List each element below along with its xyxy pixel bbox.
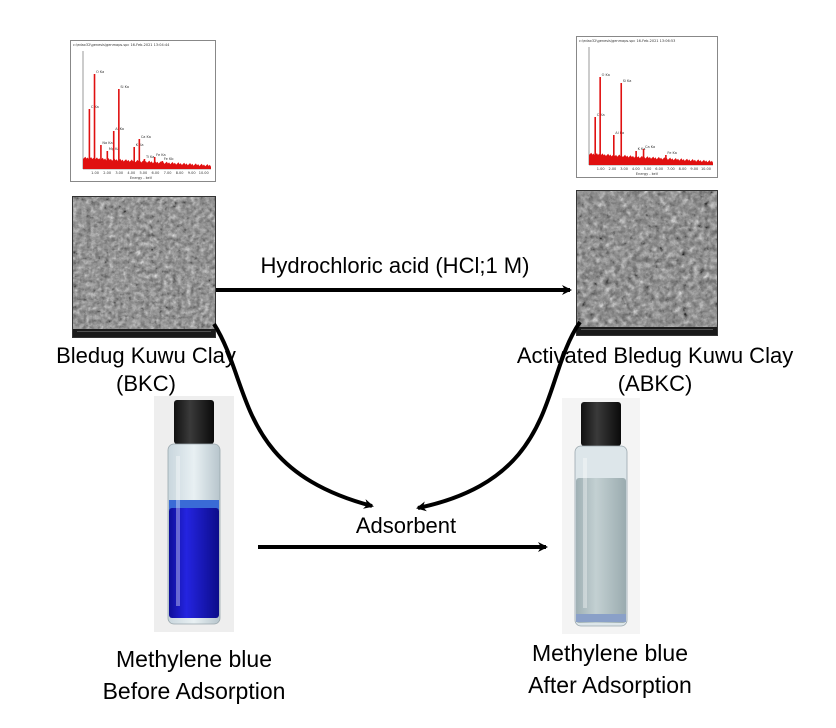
spectrum-background [83,156,211,169]
spectrum-peak-label: Fe Kb [164,157,174,161]
spectrum-tick-label: 1.00 [597,167,605,171]
sem-image-bkc [72,196,216,338]
spectrum-peak-label: Ca Ka [141,135,151,139]
spectrum-tick-label: 7.00 [667,167,675,171]
adsorbent-label: Adsorbent [355,513,457,538]
spectrum-peak-label: O Ka [602,73,610,77]
eds-header-bkc: c:\edax32\genesis\genmaps.spc 16-Feb-202… [73,43,170,47]
spectrum-tick-label: 2.00 [608,167,616,171]
spectrum-tick-label: 8.00 [176,171,184,175]
spectrum-tick-label: 7.00 [164,171,172,175]
spectrum-peak-label: Ti Ka [145,155,155,159]
spectrum-tick-label: 1.00 [91,171,99,175]
vial-cap [174,400,214,444]
spectrum-peak-label: Si Ka [120,85,129,89]
spectrum-tick-label: 5.00 [644,167,652,171]
spectrum-tick-label: 8.00 [679,167,687,171]
spectrum-tick-label: 3.00 [620,167,628,171]
bkc-name-label: Bledug Kuwu Clay [56,343,236,368]
eds-spectrum-bkc: c:\edax32\genesis\genmaps.spc 16-Feb-202… [70,40,216,182]
vial-before-adsorption [154,396,234,632]
spectrum-peak-label: Fe Ka [156,153,165,157]
eds-axis-label-abkc: Energy - keV [636,172,659,176]
vial-after-adsorption [562,398,640,634]
spectrum-peak-label: Na Ka [102,141,112,145]
after-vial-line1: Methylene blue [532,640,688,666]
bkc-abbr-label: (BKC) [116,371,176,396]
spectrum-tick-label: 10.00 [199,171,209,175]
spectrum-peak-label: O Ka [96,70,104,74]
before-vial-line1: Methylene blue [116,646,272,672]
spectrum-peak-label: Fe Ka [667,151,676,155]
treatment-label: Hydrochloric acid (HCl;1 M) [260,253,530,278]
spectrum-tick-label: 9.00 [188,171,196,175]
spectrum-peak-label: Al Ka [615,131,624,135]
before-vial-line2: Before Adsorption [102,678,286,704]
spectrum-peak-label: Al Ka [115,127,124,131]
spectrum-tick-label: 4.00 [127,171,135,175]
bkc-to-adsorbent-arrow [212,322,374,509]
spectrum-tick-label: 6.00 [655,167,663,171]
spectrum-tick-label: 3.00 [115,171,123,175]
sem-image-abkc [576,190,718,336]
vial-cap [581,402,621,446]
spectrum-tick-label: 5.00 [139,171,147,175]
eds-axis-label-bkc: Energy - keV [130,176,153,180]
abkc-abbr-label: (ABKC) [617,371,693,396]
abkc-to-adsorbent-arrow [416,320,582,512]
spectrum-peak-label: Ca Ka [645,145,655,149]
spectrum-tick-label: 10.00 [701,167,711,171]
after-vial-line2: After Adsorption [528,672,692,698]
spectrum-peak-label: Si Ka [623,79,632,83]
spectrum-peak-label: K Ka [638,147,646,151]
spectrum-tick-label: 2.00 [103,171,111,175]
eds-spectrum-abkc: c:\edax32\genesis\genmaps.spc 16-Feb-202… [576,36,718,178]
spectrum-tick-label: 6.00 [152,171,160,175]
spectrum-tick-label: 4.00 [632,167,640,171]
spectrum-background [589,152,713,165]
spectrum-tick-label: 9.00 [690,167,698,171]
eds-header-abkc: c:\edax32\genesis\genmaps.spc 16-Feb-202… [579,39,675,43]
